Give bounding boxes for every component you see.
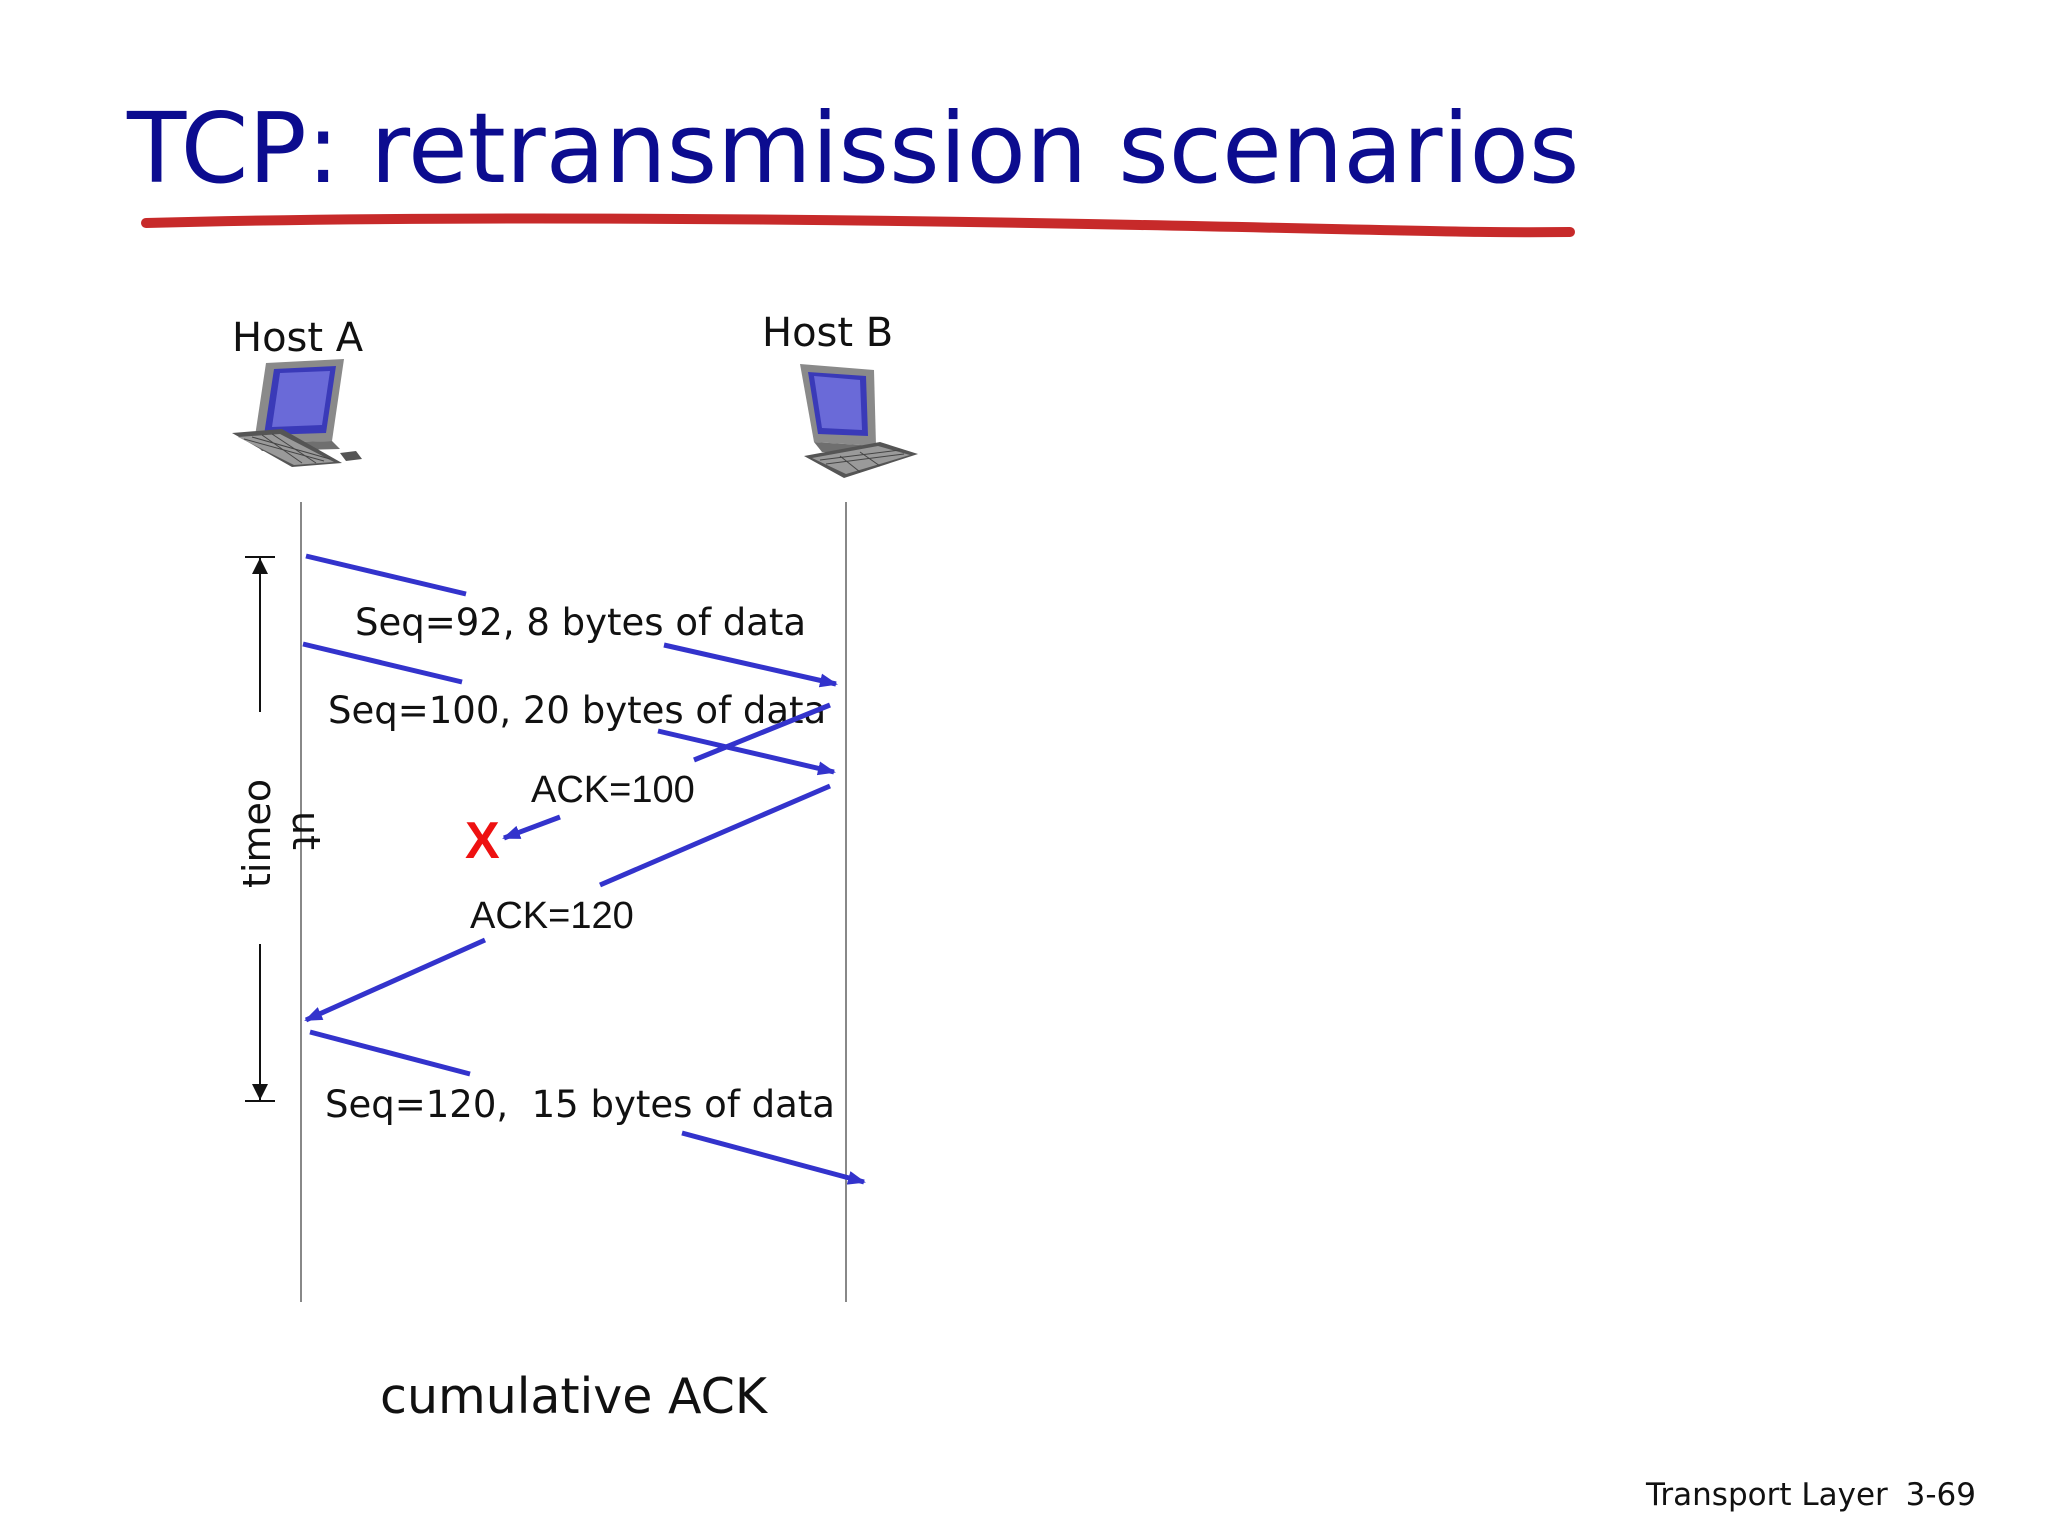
timeout-label-line2: ut (284, 811, 328, 850)
host-a-computer-icon (232, 359, 362, 467)
footer-section: Transport Layer (1646, 1477, 1888, 1513)
segment-seq120-arrow (309, 1029, 866, 1185)
timeout-label-line1: timeo (235, 779, 279, 888)
loss-marker: X (465, 812, 500, 870)
segment-seq120-label: Seq=120, 15 bytes of data (325, 1083, 835, 1126)
segment-seq92-arrow (305, 553, 838, 688)
segment-seq92-label: Seq=92, 8 bytes of data (355, 601, 806, 644)
segment-seq100-arrow (302, 641, 836, 776)
ack100-label: ACK=100 (531, 769, 695, 811)
ack120-arrow (304, 783, 831, 1023)
footer-page-number: 3-69 (1905, 1477, 1976, 1513)
slide-title: TCP: retransmission scenarios (127, 92, 1580, 205)
segment-seq100-label: Seq=100, 20 bytes of data (328, 689, 826, 732)
host-a-label: Host A (232, 315, 364, 361)
host-b-computer-icon (800, 364, 918, 478)
title-underline (141, 213, 1575, 238)
slide-footer: Transport Layer 3-69 (1638, 1477, 1976, 1513)
ack120-label: ACK=120 (470, 895, 634, 937)
ack100-arrow (502, 702, 831, 841)
timeout-interval-bracket (245, 556, 275, 1102)
host-b-label: Host B (762, 310, 893, 356)
diagram-caption: cumulative ACK (380, 1368, 767, 1425)
